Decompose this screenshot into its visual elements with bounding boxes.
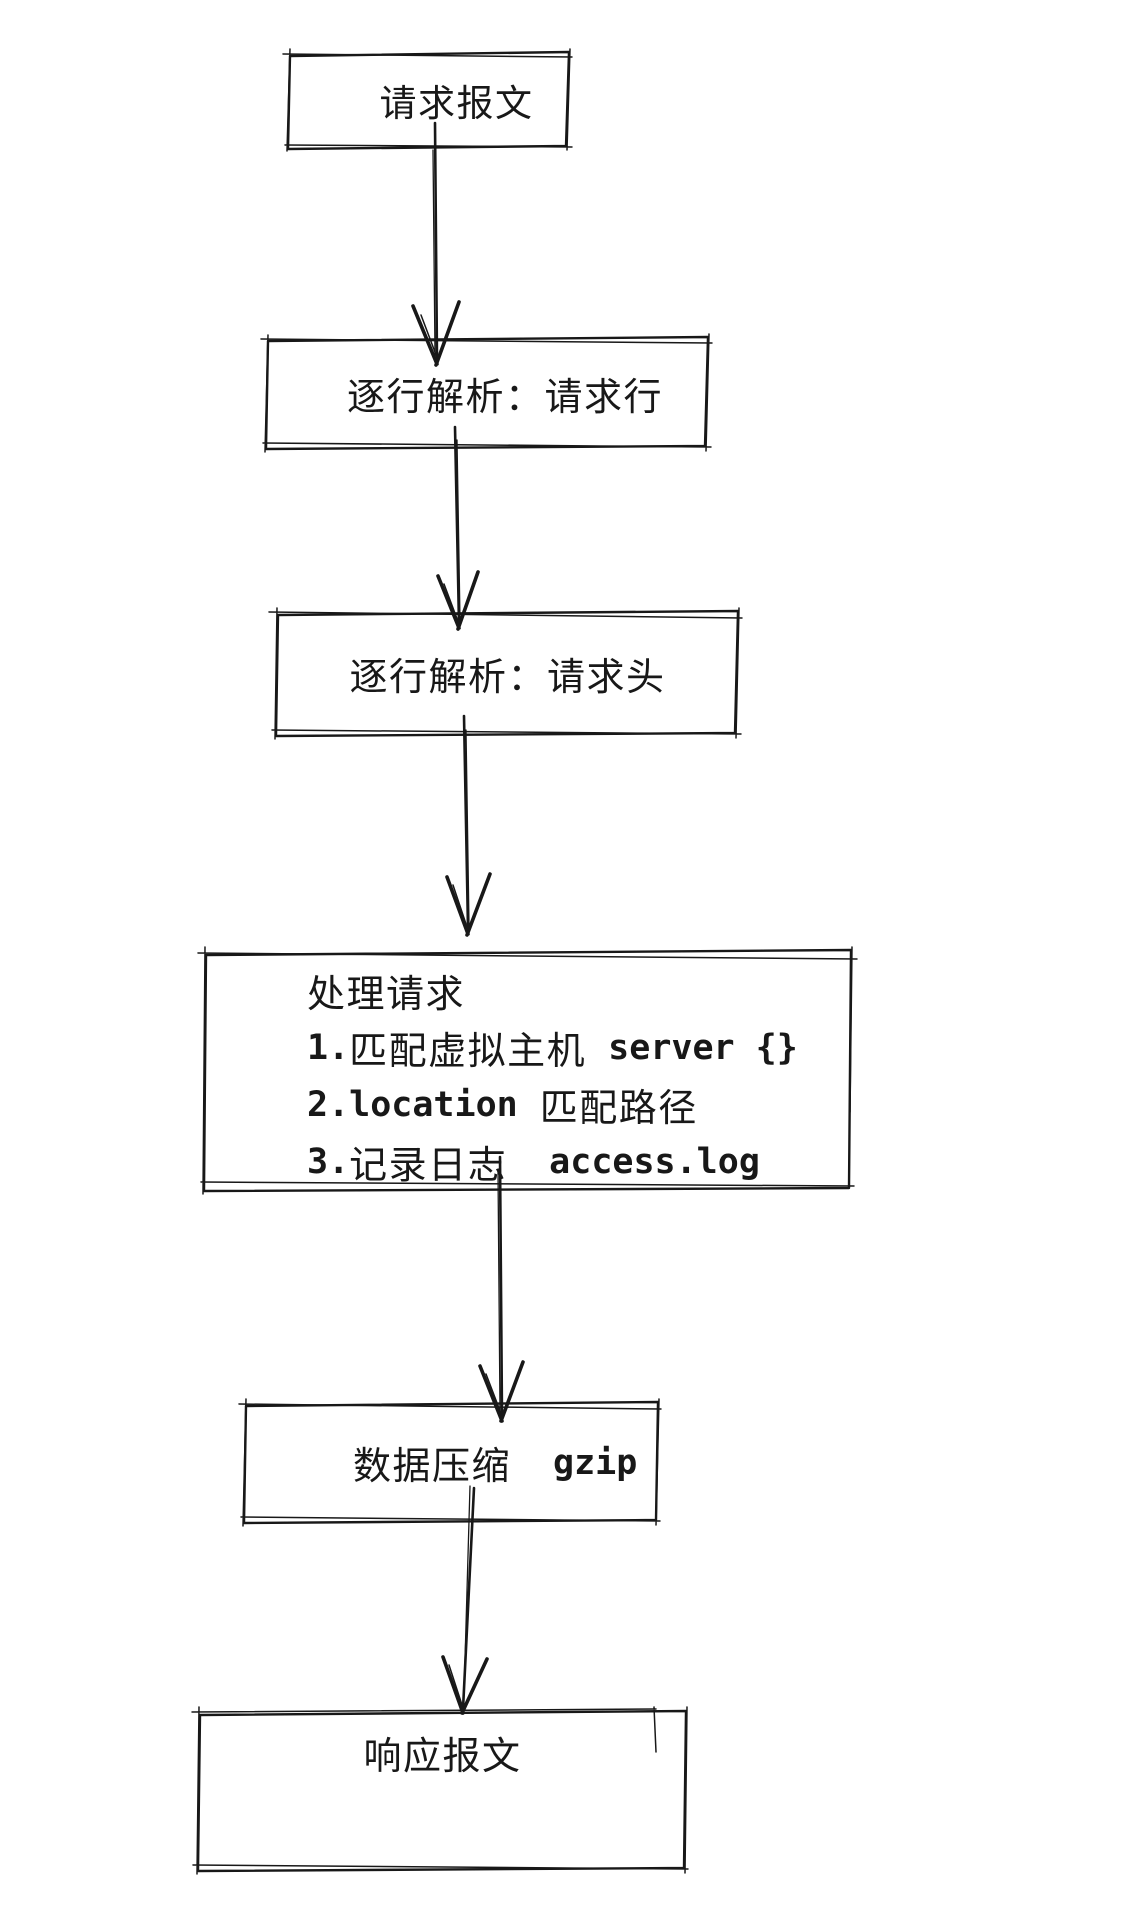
- step-text: 记录日志: [349, 1143, 508, 1187]
- process-heading: 处理请求: [307, 972, 466, 1016]
- box-outline-data-compression: [238, 1398, 662, 1527]
- step-code: server {}: [608, 1027, 798, 1068]
- node-response-message: 响应报文: [197, 1712, 688, 1792]
- arrow-head-icon: [445, 872, 492, 937]
- box-outline-request-message: [282, 48, 573, 152]
- box-outline-parse-request-line: [260, 333, 713, 453]
- arrow-shaft: [462, 714, 470, 931]
- process-step-2: 2.location 匹配路径: [307, 1076, 798, 1133]
- process-step-3: 3. 记录日志 access.log: [307, 1133, 798, 1190]
- step-code: 2.location: [307, 1084, 518, 1125]
- arrow-head-icon: [478, 1360, 525, 1423]
- node-process-request: 处理请求 1. 匹配虚拟主机 server {} 2.location 匹配路径…: [307, 962, 798, 1190]
- arrow-shaft: [453, 425, 461, 626]
- connector-arrow-2: [436, 425, 480, 631]
- arrow-head-icon: [411, 300, 461, 367]
- node-label: 数据压缩: [353, 1444, 512, 1488]
- arrow-head-icon: [436, 570, 480, 631]
- node-label: 逐行解析：请求头: [349, 655, 666, 699]
- step-code: access.log: [549, 1141, 760, 1182]
- process-step-1: 1. 匹配虚拟主机 server {}: [307, 1019, 798, 1076]
- connector-arrow-5: [441, 1485, 489, 1715]
- connector-arrow-4: [478, 1155, 525, 1423]
- process-heading-line: 处理请求: [307, 962, 798, 1019]
- box-outline-parse-request-header: [268, 607, 743, 740]
- node-code: gzip: [553, 1442, 638, 1483]
- node-request-message: 请求报文: [287, 52, 570, 148]
- node-data-compression: 数据压缩 gzip: [243, 1403, 660, 1522]
- node-label: 请求报文: [379, 82, 534, 125]
- step-number: 1.: [307, 1027, 350, 1068]
- connector-arrow-1: [411, 121, 461, 367]
- node-parse-request-line: 逐行解析：请求行: [265, 338, 710, 448]
- step-text: 匹配路径: [539, 1086, 698, 1130]
- arrow-shaft: [498, 1155, 504, 1419]
- node-label: 响应报文: [363, 1733, 522, 1778]
- step-text: 匹配虚拟主机: [349, 1029, 587, 1073]
- arrow-shaft: [433, 121, 439, 361]
- node-label: 逐行解析：请求行: [346, 374, 663, 419]
- arrow-head-icon: [441, 1655, 489, 1715]
- box-outline-response-message: [191, 1706, 689, 1875]
- connector-arrow-3: [445, 714, 492, 937]
- node-parse-request-header: 逐行解析：请求头: [275, 612, 740, 735]
- step-number: 3.: [307, 1141, 350, 1182]
- box-outline-process-request: [197, 946, 858, 1195]
